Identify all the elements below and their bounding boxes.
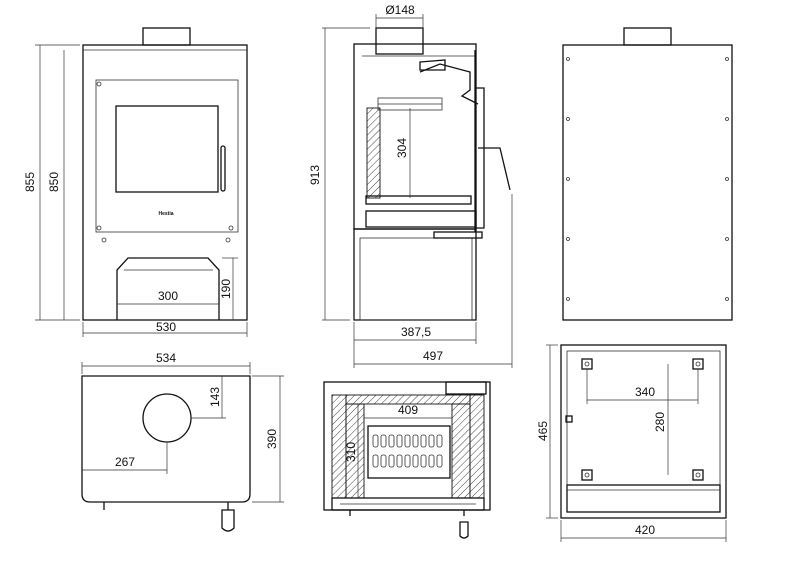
dim-firebox-409: 409 [398, 403, 418, 417]
dim-height-850: 850 [47, 172, 61, 192]
dim-depth-497: 497 [423, 349, 443, 363]
dim-opening-300: 300 [158, 289, 178, 303]
dim-firebox-310: 310 [344, 442, 358, 462]
front-glass [115, 105, 219, 193]
dim-firebox-304: 304 [395, 138, 409, 158]
dim-height-855: 855 [23, 172, 37, 192]
dim-width-530: 530 [156, 320, 176, 334]
mounting-holes [581, 358, 704, 481]
section-view: 409 310 [323, 381, 491, 539]
ash-opening [116, 257, 220, 320]
dim-plate-420: 420 [635, 523, 655, 537]
dim-hole-340: 340 [635, 385, 655, 399]
dim-depth-387-5: 387,5 [401, 325, 431, 339]
back-view [562, 27, 733, 321]
front-view: Hestia 855 850 530 300 190 [23, 27, 248, 337]
dim-depth-390: 390 [265, 429, 279, 449]
back-body [562, 44, 733, 321]
dim-opening-190: 190 [219, 279, 233, 299]
front-body [82, 44, 248, 321]
dim-width-534: 534 [156, 351, 176, 365]
brand-logo: Hestia [158, 211, 173, 217]
back-flue [623, 27, 672, 46]
dim-flue-diameter: Ø148 [385, 3, 415, 17]
side-flue [375, 27, 424, 55]
front-door [95, 79, 239, 233]
baffle [419, 63, 479, 105]
dim-plate-465: 465 [536, 421, 550, 441]
side-view: Ø148 913 304 387,5 497 [308, 3, 513, 368]
side-handle [478, 147, 511, 191]
top-body [81, 375, 251, 503]
top-view: 534 143 267 390 [81, 351, 284, 532]
floor-plate-view: 340 280 465 420 [536, 344, 727, 542]
top-flue-circle [142, 393, 192, 443]
front-flue [142, 27, 191, 46]
dim-height-913: 913 [308, 165, 322, 185]
dim-flue-143: 143 [208, 387, 222, 407]
plate-body [560, 344, 727, 519]
dim-flue-267: 267 [115, 455, 135, 469]
side-base [353, 228, 477, 321]
door-handle [220, 145, 226, 192]
grate [367, 425, 451, 479]
dim-hole-280: 280 [653, 412, 667, 432]
